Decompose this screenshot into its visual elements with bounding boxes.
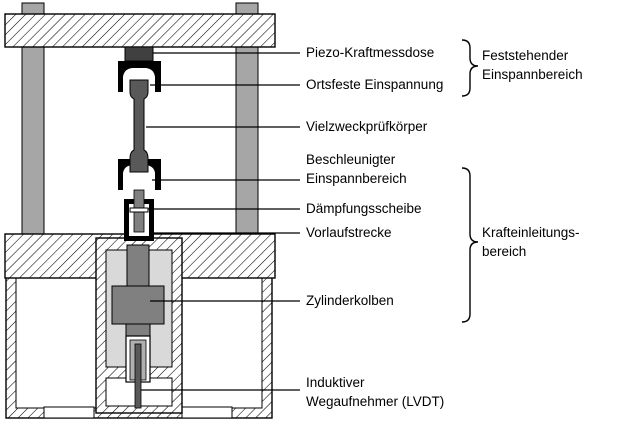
- base-bottom-slot-right: [181, 406, 233, 419]
- label-piezo: Piezo-Kraftmessdose: [306, 45, 434, 60]
- ortsfeste-einspannung: [118, 61, 161, 92]
- label-specimen: Vielzweckprüfkörper: [306, 119, 428, 134]
- label-fixed-region-line1: Feststehender: [482, 48, 569, 63]
- label-fixed-clamp: Ortsfeste Einspannung: [306, 77, 443, 92]
- brace-fixed-region: [461, 39, 479, 97]
- label-force-region-line1: Krafteinleitungs-: [482, 225, 580, 240]
- label-pre-travel: Vorlaufstrecke: [306, 225, 392, 240]
- lvdt-core: [134, 343, 142, 409]
- piezo-kraftmessdose: [124, 46, 154, 62]
- label-force-region-line2: bereich: [482, 244, 526, 259]
- daempfungsscheibe: [129, 207, 149, 213]
- label-lvdt-line2: Wegaufnehmer (LVDT): [306, 394, 444, 409]
- zylinderkolben-piston: [111, 285, 165, 325]
- label-accel-line2: Einspannbereich: [306, 171, 407, 186]
- vielzweckpruefkoerper: [129, 79, 149, 173]
- label-damping: Dämpfungsscheibe: [306, 201, 422, 216]
- brace-force-region: [461, 167, 479, 323]
- top-crosshead: [4, 13, 276, 48]
- label-piston: Zylinderkolben: [306, 293, 394, 308]
- beschleunigter-einspannbereich: [118, 159, 161, 190]
- piston-skirt: [125, 323, 151, 337]
- label-accel-line1: Beschleunigter: [306, 152, 396, 167]
- base-bottom-slot: [43, 406, 95, 419]
- label-lvdt-line1: Induktiver: [306, 375, 365, 390]
- label-fixed-region-line2: Einspannbereich: [482, 67, 583, 82]
